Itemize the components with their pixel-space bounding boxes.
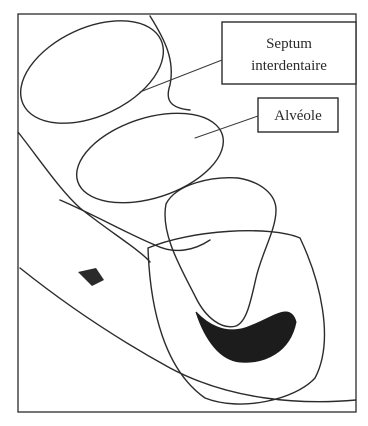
septum-leader-line	[140, 60, 222, 92]
dark-tissue	[196, 312, 296, 362]
label-alveole: Alvéole	[258, 98, 338, 132]
dark-mark	[78, 268, 104, 286]
bone-outline-upper	[150, 16, 190, 110]
alveole-label-text: Alvéole	[274, 108, 322, 124]
alveole-leader-line	[195, 116, 258, 138]
bone-outline-left	[18, 132, 150, 262]
septum-label-line2: interdentaire	[251, 58, 327, 74]
label-septum-interdentaire: Septum interdentaire	[222, 22, 356, 84]
bone-outline-mid	[60, 200, 210, 250]
septum-label-line1: Septum	[266, 36, 312, 52]
alveole-middle	[65, 96, 234, 219]
tooth-root	[165, 178, 276, 327]
